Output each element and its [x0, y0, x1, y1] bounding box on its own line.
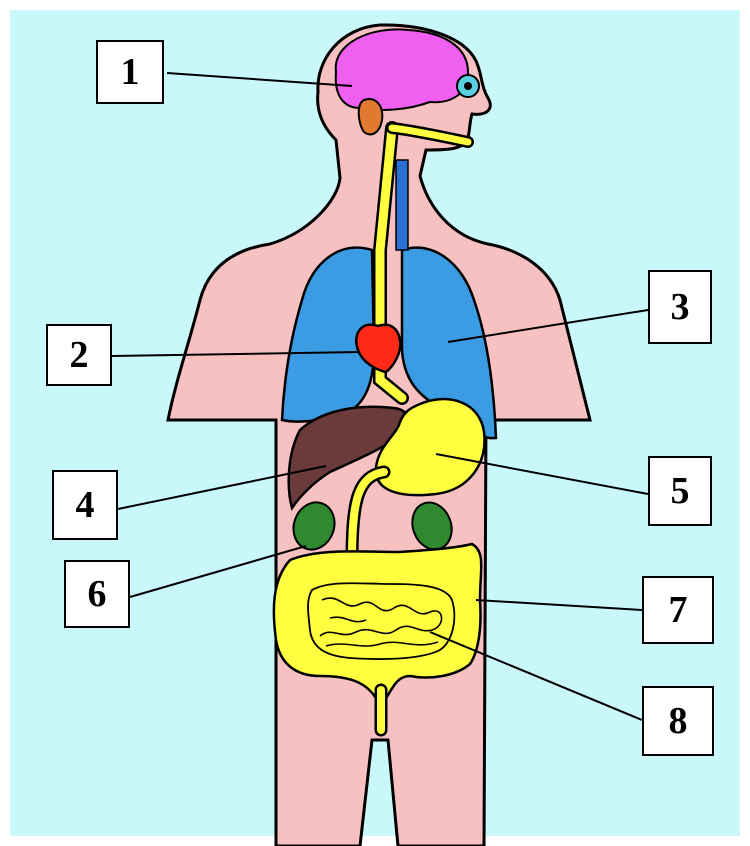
label-1-text: 1 [121, 50, 140, 94]
ear [359, 99, 383, 134]
pupil [464, 82, 472, 90]
label-6-text: 6 [88, 572, 107, 616]
label-3: 3 [648, 270, 712, 344]
brain [336, 29, 468, 110]
label-1: 1 [96, 40, 164, 104]
label-5-text: 5 [671, 469, 690, 513]
label-3-text: 3 [671, 285, 690, 329]
label-4-text: 4 [76, 483, 95, 527]
label-8-text: 8 [669, 699, 688, 743]
label-6: 6 [64, 560, 130, 628]
label-8: 8 [642, 686, 714, 756]
trachea [396, 160, 408, 250]
label-2-text: 2 [70, 333, 89, 377]
small-intestine [308, 583, 454, 659]
label-7: 7 [642, 576, 714, 644]
label-5: 5 [648, 456, 712, 526]
label-4: 4 [52, 470, 118, 540]
label-2: 2 [46, 324, 112, 386]
label-7-text: 7 [669, 588, 688, 632]
